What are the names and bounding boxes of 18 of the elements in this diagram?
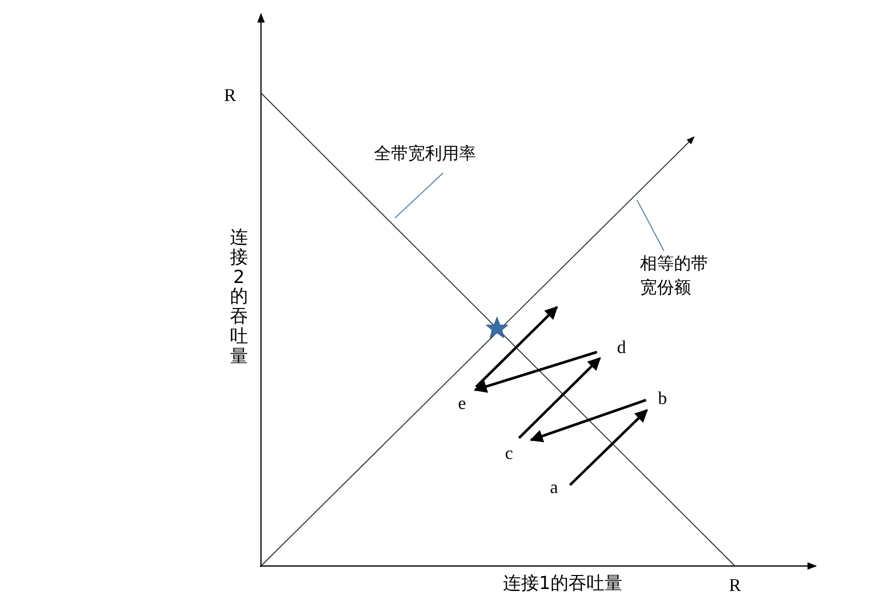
point-label: c: [505, 440, 513, 467]
point-label: d: [617, 334, 626, 361]
arrow: [569, 409, 648, 486]
point-label: b: [658, 385, 667, 412]
callout-text: 相等的带宽份额: [640, 252, 712, 300]
callout-text: 全带宽利用率: [374, 142, 476, 168]
arrow: [475, 306, 558, 388]
point-label: e: [458, 390, 466, 417]
axis-max-label: R: [729, 574, 742, 597]
arrow: [518, 357, 601, 439]
point-label: a: [550, 474, 558, 501]
leader-line: [636, 200, 664, 252]
arrow: [530, 398, 646, 442]
axis-title: 连接2的吞吐量: [230, 228, 248, 367]
leader-line: [394, 172, 444, 218]
axis-max-label: R: [224, 84, 236, 107]
axis-title: 连接1的吞吐量: [503, 572, 622, 596]
arrow: [474, 350, 598, 393]
